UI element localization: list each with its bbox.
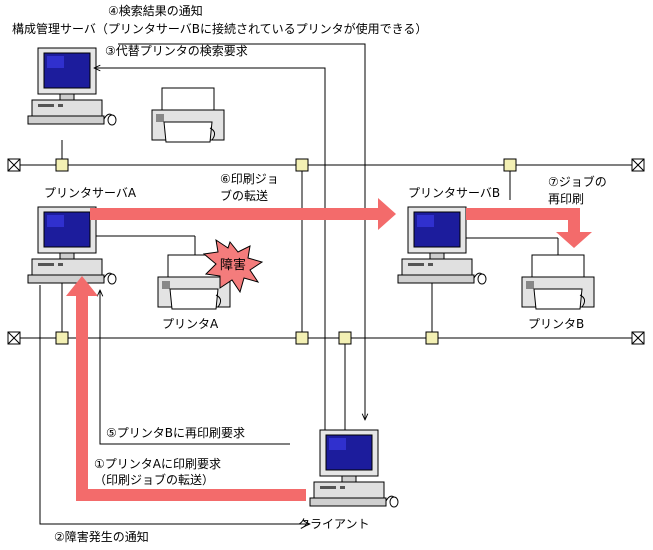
node: [295, 158, 309, 172]
label-reprint-request: ⑤プリンタBに再印刷要求: [106, 426, 245, 440]
label-printer-a: プリンタA: [162, 317, 219, 331]
label-printer-server-a: プリンタサーバA: [44, 186, 137, 200]
label-config-server: 構成管理サーバ（プリンタサーバBに接続されているプリンタが使用できる）: [12, 22, 428, 36]
node: [295, 331, 309, 345]
label-printer-server-b: プリンタサーバB: [408, 186, 501, 200]
arrow-search-result: [118, 43, 365, 420]
label-client: クライアント: [298, 517, 370, 531]
node: [425, 331, 439, 345]
label-job-reprint-line2: 再印刷: [548, 192, 585, 206]
label-print-request-line2: （印刷ジョブの転送）: [94, 473, 215, 487]
label-reprint-transfer-line2: ブの転送: [220, 189, 269, 203]
client-computer: [309, 429, 399, 508]
config-server-computer: [27, 47, 117, 126]
arrow-job-reprint: [466, 208, 592, 248]
config-printer: [151, 87, 225, 143]
arrow-fault-notify: [39, 285, 310, 524]
node: [503, 158, 517, 172]
label-print-request-line1: ①プリンタAに印刷要求: [94, 457, 221, 471]
label-fault: 障害: [220, 258, 247, 273]
arrow-alt-search: [94, 68, 326, 430]
arrow-job-transfer: [90, 198, 396, 230]
printer-b: [521, 254, 595, 310]
node: [55, 158, 69, 172]
label-reprint-transfer-line1: ⑥印刷ジョ: [220, 172, 279, 186]
node: [55, 331, 69, 345]
label-fault-notify: ②障害発生の通知: [54, 530, 149, 544]
label-alt-search: ③代替プリンタの検索要求: [105, 44, 248, 58]
label-printer-b: プリンタB: [528, 317, 585, 331]
label-search-result-notify: ④検索結果の通知: [108, 4, 203, 18]
label-job-reprint-line1: ⑦ジョブの: [548, 175, 607, 189]
node: [338, 331, 352, 345]
fault-burst-icon: [202, 238, 264, 294]
arrow-reprint-request: [100, 290, 290, 445]
